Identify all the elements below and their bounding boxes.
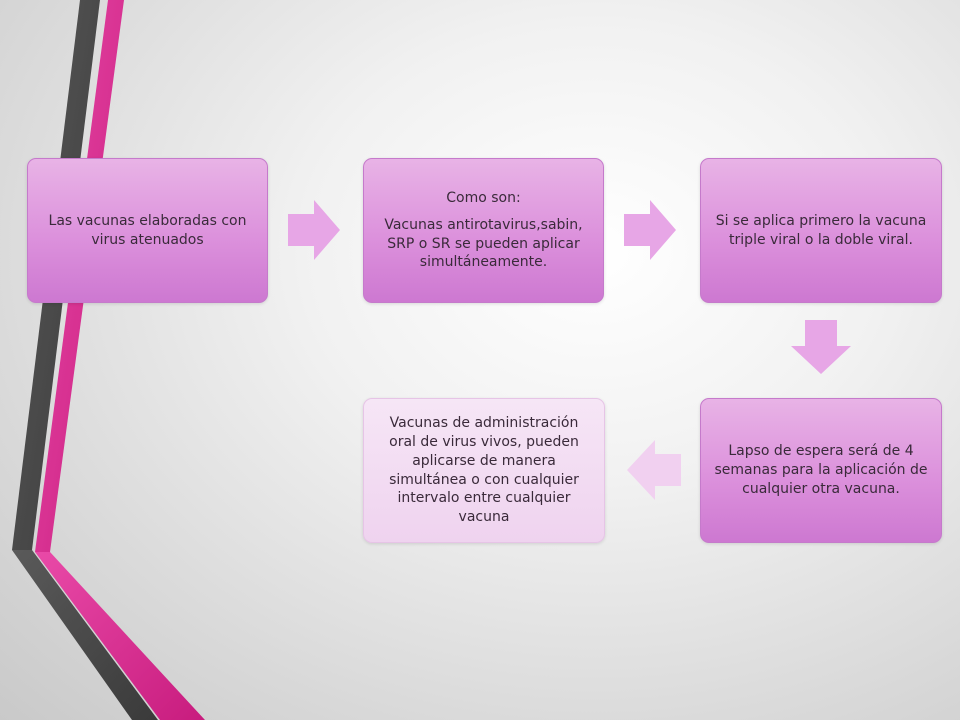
step-box-5: Vacunas de administración oral de virus … [363, 398, 605, 543]
step-box-1: Las vacunas elaboradas con virus atenuad… [27, 158, 268, 303]
arrow-down-icon [791, 320, 851, 374]
step-box-2-text: Vacunas antirotavirus,sabin, SRP o SR se… [384, 216, 583, 271]
step-box-2: Como son: Vacunas antirotavirus,sabin, S… [363, 158, 604, 303]
step-box-4: Lapso de espera será de 4 semanas para l… [700, 398, 942, 543]
step-box-2-title: Como son: [446, 189, 521, 206]
arrow-right-icon [624, 200, 676, 260]
step-box-3-text: Si se aplica primero la vacuna triple vi… [715, 212, 927, 248]
gray-stripe-diagonal [12, 550, 158, 720]
step-box-3: Si se aplica primero la vacuna triple vi… [700, 158, 942, 303]
step-box-4-text: Lapso de espera será de 4 semanas para l… [714, 443, 928, 497]
arrow-left-icon [627, 440, 681, 500]
pink-stripe-diagonal [35, 552, 205, 720]
step-box-5-text: Vacunas de administración oral de virus … [389, 414, 579, 526]
step-box-1-text: Las vacunas elaboradas con virus atenuad… [48, 212, 247, 248]
arrow-right-icon [288, 200, 340, 260]
